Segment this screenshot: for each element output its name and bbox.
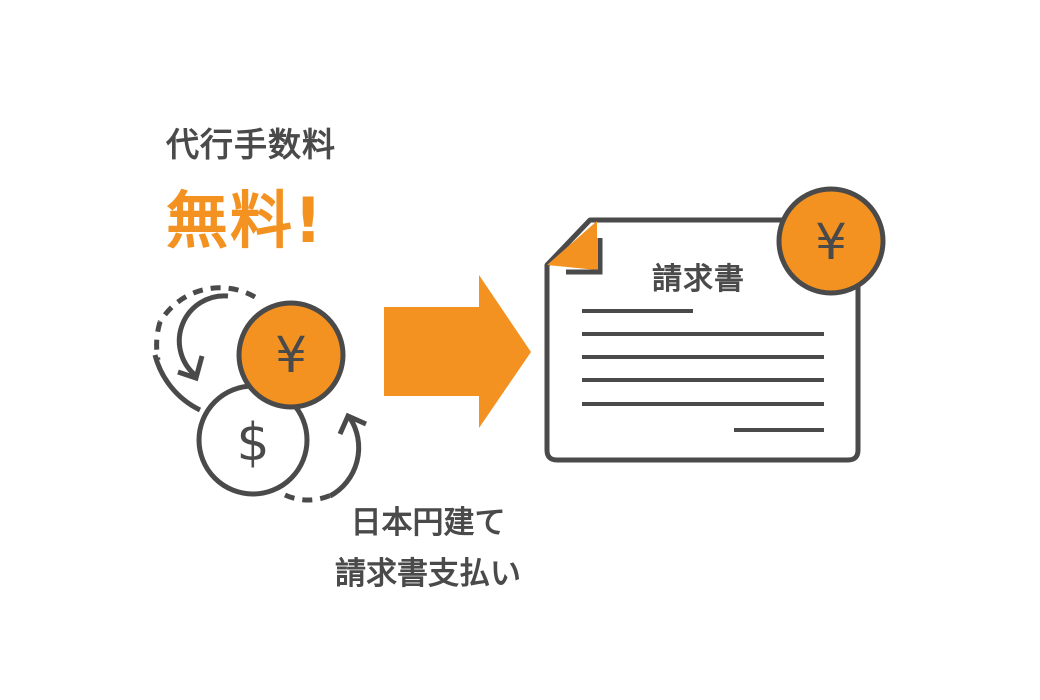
invoice-document-icon <box>544 217 861 463</box>
document-title: 請求書 <box>652 262 745 297</box>
arrow-right-icon <box>384 275 531 428</box>
document-badge-symbol: ¥ <box>815 213 847 271</box>
yen-coin-icon <box>236 300 346 410</box>
dollar-coin-symbol: $ <box>236 413 269 473</box>
caption-line-2: 請求書支払い <box>335 556 521 592</box>
document-yen-badge-icon <box>776 186 886 296</box>
caption-line-1: 日本円建て <box>350 505 506 541</box>
fee-label: 代行手数料 <box>166 125 336 164</box>
free-headline: 無料! <box>166 184 325 257</box>
exchange-arrows-icon <box>152 285 368 503</box>
yen-coin-symbol: ¥ <box>275 326 307 384</box>
